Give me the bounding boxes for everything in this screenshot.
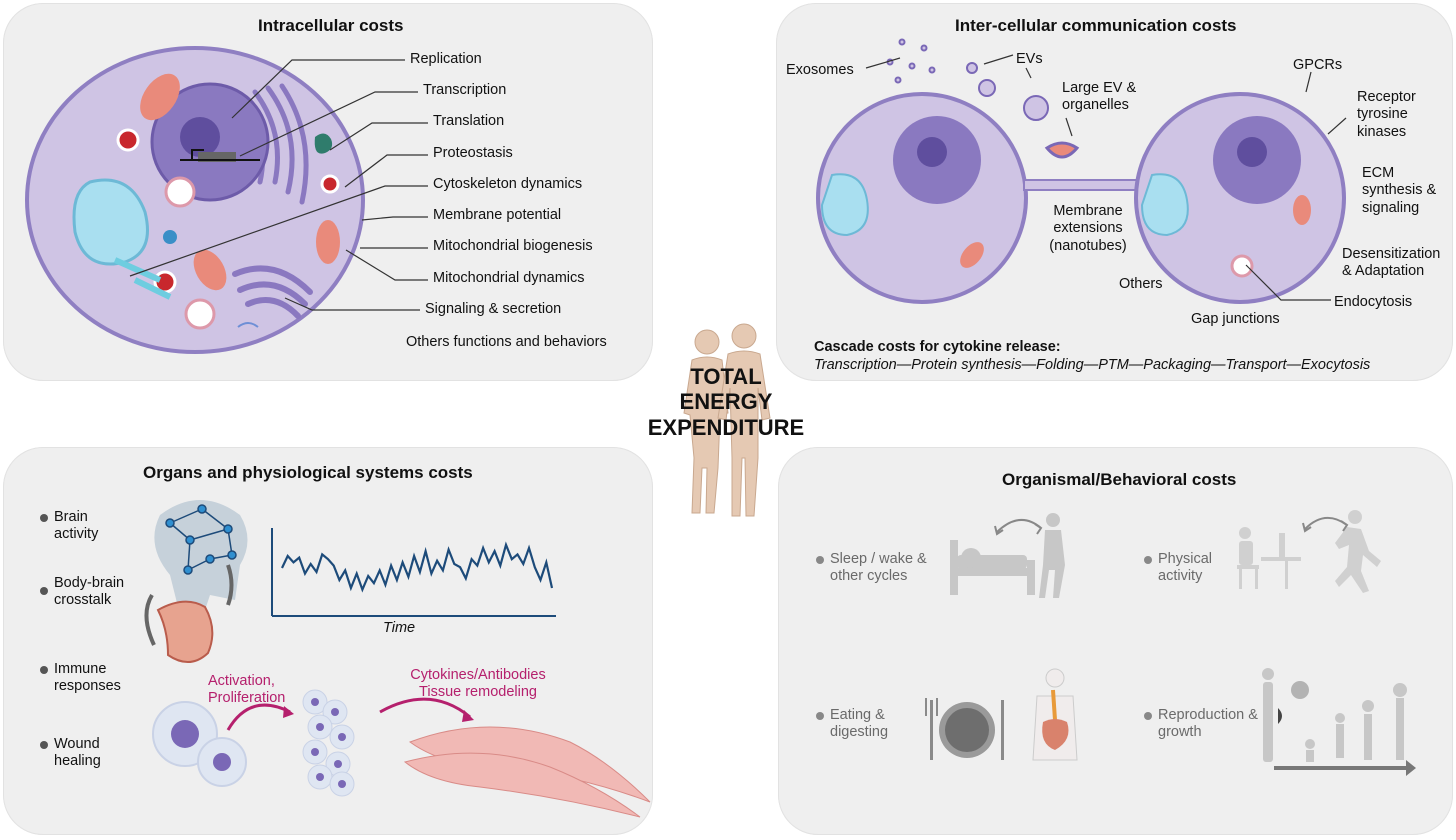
bullet-dot [40,587,48,595]
center-title-line-3: EXPENDITURE [647,414,805,440]
label-replication: Replication [410,51,482,67]
bullet-wound: Wound healing [54,736,101,770]
bullet-dot [40,514,48,522]
human-silhouettes-icon [683,323,771,517]
label-transcription: Transcription [423,82,507,98]
intracellular-title: Intracellular costs [258,16,404,35]
bullet-dot [40,741,48,749]
item-physical-activity: Physical activity [1158,551,1212,585]
label-cytoskeleton: Cytoskeleton dynamics [433,176,583,192]
intercellular-title: Inter-cellular communication costs [955,16,1237,35]
organs-title: Organs and physiological systems costs [143,463,473,482]
label-membrane-potential: Membrane potential [433,207,562,223]
time-axis-label: Time [383,620,416,636]
organismal-title: Organismal/Behavioral costs [1002,470,1237,489]
reproduction-growth-icon [1262,668,1416,776]
label-signaling: Signaling & secretion [425,301,562,317]
item-eating: Eating & digesting [830,707,889,741]
label-mito-biogenesis: Mitochondrial biogenesis [433,238,593,254]
two-cells-illustration [816,38,1346,304]
eating-digesting-icon [925,668,1078,761]
intracellular-leader-lines [129,59,428,311]
bullet-dot [816,712,824,720]
bullet-brain-activity: Brain activity [54,509,99,543]
bullet-dot [40,666,48,674]
label-ecm: ECM synthesis & signaling [1362,165,1437,216]
bullet-dot [1144,556,1152,564]
label-translation: Translation [433,113,505,129]
panel-organismal [778,447,1453,835]
brain-activity-time-series [271,528,556,617]
cell-illustration [25,46,365,354]
physical-activity-icon [1237,510,1381,593]
label-large-ev: Large EV & organelles [1062,80,1137,114]
cascade-steps: Transcription—Protein synthesis—Folding—… [814,357,1371,373]
center-title-line-1: TOTAL [690,364,762,389]
label-others: Others functions and behaviors [406,334,607,350]
label-evs: EVs [1016,51,1043,67]
sleep-wake-icon [950,513,1065,598]
label-membrane-extensions: Membrane extensions (nanotubes) [1049,203,1127,254]
item-reproduction: Reproduction & growth [1158,707,1258,741]
label-cytokines: Cytokines/Antibodies Tissue remodeling [410,667,546,701]
label-desensitization: Desensitization & Adaptation [1342,246,1441,280]
bullet-dot [816,556,824,564]
item-sleep-wake: Sleep / wake & other cycles [830,551,927,585]
label-exosomes: Exosomes [786,62,854,78]
bullet-dot [1144,712,1152,720]
center-title-line-2: ENERGY [679,389,773,415]
intercellular-leader-lines [865,54,1347,301]
label-endocytosis: Endocytosis [1334,294,1413,310]
bullet-body-brain: Body-brain crosstalk [54,575,125,609]
total-energy-expenditure-title: TOTAL ENERGY EXPENDITURE [628,364,824,440]
cascade-title: Cascade costs for cytokine release: [814,339,1061,355]
label-others-intercellular: Others [1119,276,1163,292]
immune-tissue-illustration [152,689,651,818]
label-proteostasis: Proteostasis [433,145,513,161]
label-rtk: Receptor tyrosine kinases [1357,89,1416,140]
label-gap-junctions: Gap junctions [1191,311,1280,327]
bullet-immune: Immune responses [54,661,121,695]
label-gpcrs: GPCRs [1293,57,1343,73]
brain-heart-illustration [144,500,248,663]
label-mito-dynamics: Mitochondrial dynamics [433,270,585,286]
label-activation: Activation, Proliferation [208,673,286,707]
